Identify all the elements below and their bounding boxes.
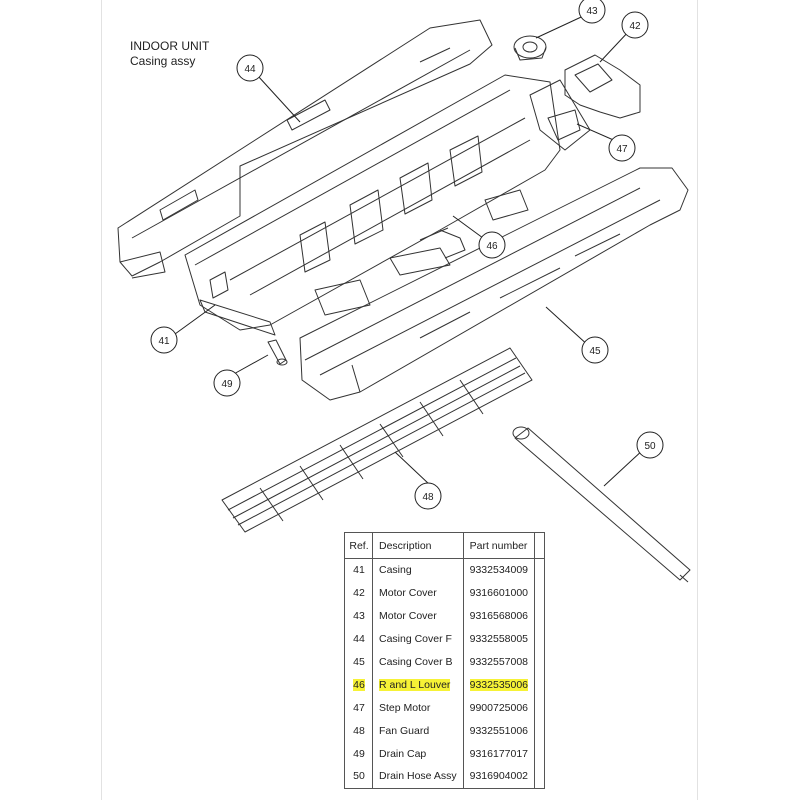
row-part-number: 9900725006 xyxy=(462,696,535,720)
motor-cover-small-part xyxy=(513,35,547,61)
row-ref: 45 xyxy=(344,650,373,674)
row-description: Drain Cap xyxy=(372,742,464,766)
callout-circle-44 xyxy=(236,54,264,82)
callout-numbers: 44 42 43 47 46 41 45 49 48 50 xyxy=(158,6,656,503)
drain-hose-part xyxy=(512,426,691,583)
row-part-number: 9332558005 xyxy=(462,627,535,651)
callout-49: 49 xyxy=(221,379,233,390)
row-part-number: 9332557008 xyxy=(462,650,535,674)
table-row-highlighted: 46 R and L Louver 9332535006 xyxy=(344,673,545,697)
callout-44: 44 xyxy=(244,64,256,75)
step-motor-part xyxy=(547,109,581,141)
callout-circle-45 xyxy=(581,336,609,364)
callout-42: 42 xyxy=(629,21,641,32)
row-blank xyxy=(534,696,545,720)
row-description: Drain Hose Assy xyxy=(372,765,464,789)
callout-circle-48 xyxy=(414,482,442,510)
callout-50: 50 xyxy=(644,441,656,452)
row-part-number: 9316904002 xyxy=(462,765,535,789)
row-blank xyxy=(534,558,545,582)
row-blank xyxy=(534,604,545,628)
row-description: Motor Cover xyxy=(372,604,464,628)
row-blank xyxy=(534,650,545,674)
callout-43: 43 xyxy=(586,6,598,17)
frame-right-line xyxy=(697,0,698,800)
row-description: Fan Guard xyxy=(372,719,464,743)
row-description: Step Motor xyxy=(372,696,464,720)
callout-circle-46 xyxy=(478,231,506,259)
callout-circle-49 xyxy=(213,369,241,397)
header-description: Description xyxy=(372,532,464,559)
callout-circle-42 xyxy=(621,11,649,39)
row-ref-highlighted: 46 xyxy=(344,673,373,697)
callout-circle-47 xyxy=(608,134,636,162)
highlight-ref: 46 xyxy=(353,678,365,691)
casing-cover-b-part xyxy=(299,167,689,401)
row-blank xyxy=(534,742,545,766)
row-part-number-highlighted: 9332535006 xyxy=(462,673,535,697)
drain-cap-part xyxy=(267,339,288,366)
header-part-number: Part number xyxy=(462,532,535,559)
callout-circle-43 xyxy=(578,0,606,24)
row-description: Casing xyxy=(372,558,464,582)
row-ref: 48 xyxy=(344,719,373,743)
row-ref: 42 xyxy=(344,581,373,605)
row-description: Casing Cover F xyxy=(372,627,464,651)
casing-cover-f-part xyxy=(117,19,493,279)
row-blank xyxy=(534,627,545,651)
row-part-number: 9332551006 xyxy=(462,719,535,743)
row-description: Motor Cover xyxy=(372,581,464,605)
callout-45: 45 xyxy=(589,346,601,357)
row-blank xyxy=(534,673,545,697)
row-ref: 41 xyxy=(344,558,373,582)
row-blank xyxy=(534,581,545,605)
callout-circles xyxy=(150,0,664,510)
row-blank xyxy=(534,719,545,743)
row-description: Casing Cover B xyxy=(372,650,464,674)
callout-circle-50 xyxy=(636,431,664,459)
casing-part xyxy=(184,74,561,336)
row-ref: 43 xyxy=(344,604,373,628)
callout-46: 46 xyxy=(486,241,498,252)
callout-41: 41 xyxy=(158,336,170,347)
frame-left-line xyxy=(101,0,102,800)
callout-48: 48 xyxy=(422,492,434,503)
row-ref: 49 xyxy=(344,742,373,766)
row-ref: 50 xyxy=(344,765,373,789)
assy-subtitle: Casing assy xyxy=(130,54,196,68)
motor-cover-part xyxy=(529,54,641,151)
row-part-number: 9316177017 xyxy=(462,742,535,766)
row-ref: 44 xyxy=(344,627,373,651)
row-blank xyxy=(534,765,545,789)
row-ref: 47 xyxy=(344,696,373,720)
row-part-number: 9316601000 xyxy=(462,581,535,605)
callout-circle-41 xyxy=(150,326,178,354)
unit-title: INDOOR UNIT xyxy=(130,39,210,53)
highlight-part-number: 9332535006 xyxy=(469,678,529,691)
louver-part xyxy=(419,227,466,259)
header-blank xyxy=(534,532,545,559)
row-description-highlighted: R and L Louver xyxy=(372,673,464,697)
row-part-number: 9332534009 xyxy=(462,558,535,582)
highlight-description: R and L Louver xyxy=(379,678,451,691)
callout-47: 47 xyxy=(616,144,628,155)
fan-guard-part xyxy=(221,347,533,533)
parts-table-header: Ref. Description Part number xyxy=(344,532,545,559)
row-part-number: 9316568006 xyxy=(462,604,535,628)
leader-lines xyxy=(174,11,646,487)
header-ref: Ref. xyxy=(344,532,373,559)
